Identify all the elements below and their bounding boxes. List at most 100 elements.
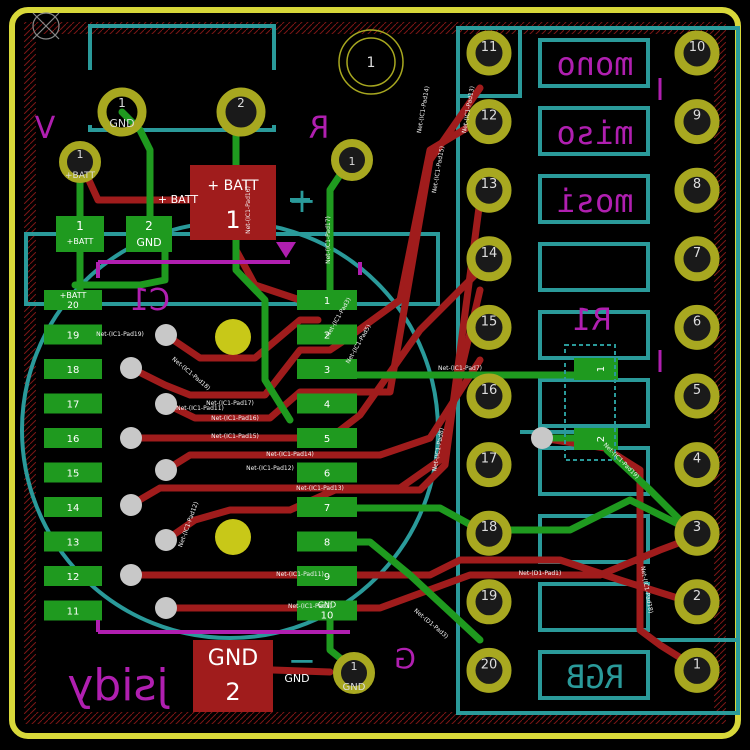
via bbox=[120, 564, 142, 586]
header-pin-18[interactable]: 18 bbox=[466, 510, 512, 556]
ic1-pad-6[interactable]: 6 bbox=[297, 462, 357, 483]
header-pin-num: 20 bbox=[481, 657, 498, 672]
header-pin-14[interactable]: 14 bbox=[466, 236, 512, 282]
pin1-marker-icon bbox=[276, 242, 296, 258]
net-label: Net-(D1-Pad1) bbox=[519, 570, 562, 577]
r1-pad-2-num: 2 bbox=[596, 436, 607, 442]
mount-hole-num: 1 bbox=[367, 55, 376, 71]
header-pin-11[interactable]: 11 bbox=[466, 30, 512, 76]
ic1-pad-num: 10 bbox=[321, 611, 334, 622]
header-pin-6[interactable]: 6 bbox=[674, 304, 720, 350]
header-pin-num: 10 bbox=[689, 40, 706, 55]
ic1-pad-13[interactable]: 13 bbox=[44, 531, 102, 552]
header-pin-16[interactable]: 16 bbox=[466, 373, 512, 419]
battery-plus-pad[interactable]: + BATT 1 bbox=[190, 165, 276, 240]
ic1-pad-num: 11 bbox=[67, 607, 80, 618]
ic1-pad-14[interactable]: 14 bbox=[44, 497, 102, 517]
ic1-pad-12[interactable]: 12 bbox=[44, 566, 102, 586]
ic-mount-hole-bottom bbox=[215, 519, 251, 555]
header-pin-num: 6 bbox=[693, 314, 701, 329]
connector-pad-1[interactable]: 1 GND bbox=[97, 87, 147, 137]
ic1-pad-19[interactable]: 19 bbox=[44, 324, 102, 345]
smd-pad-a-label: +BATT bbox=[67, 237, 94, 246]
ic1-pad-8[interactable]: 8 bbox=[297, 531, 357, 552]
smd-pad-b-label: GND bbox=[136, 236, 161, 249]
ic1-pad-num: 2 bbox=[324, 331, 330, 342]
ic1-pad-num: 20 bbox=[67, 301, 79, 311]
ic1-pad-20[interactable]: 20+BATT bbox=[44, 290, 102, 311]
via bbox=[155, 324, 177, 346]
ic1-pad-num: 18 bbox=[67, 365, 80, 376]
header-pin-num: 7 bbox=[693, 246, 701, 261]
header-pin-2[interactable]: 2 bbox=[674, 579, 720, 625]
ic1-pad-16[interactable]: 16 bbox=[44, 428, 102, 448]
battery-gnd-pad[interactable]: GND 2 bbox=[193, 640, 273, 712]
net-label: Net-(IC1-Pad19) bbox=[96, 331, 144, 338]
header-pin-num: 3 bbox=[693, 520, 701, 535]
header-pin-7[interactable]: 7 bbox=[674, 236, 720, 282]
header-pin-3[interactable]: 3 bbox=[674, 510, 720, 556]
top-connector: 1 GND 2 1 bbox=[97, 29, 404, 137]
net-label: Net-(IC1-Pad11) bbox=[276, 571, 324, 578]
ic1-pad-3[interactable]: 3 bbox=[297, 359, 357, 379]
ic1-pad-10-label: GND bbox=[318, 601, 336, 610]
smd-pad-b[interactable]: 2 GND bbox=[126, 216, 172, 252]
r-pad-num: 1 bbox=[349, 155, 356, 168]
ic1-pad-num: 4 bbox=[324, 400, 330, 411]
gnd-bottom-pad-num: 1 bbox=[351, 660, 358, 673]
r1-pad-2[interactable]: 2 bbox=[574, 428, 618, 450]
header-pin-15[interactable]: 15 bbox=[466, 304, 512, 350]
ic1-pad-9[interactable]: 9 bbox=[297, 566, 357, 586]
net-label: Net-(IC1-Pad16) bbox=[211, 415, 259, 422]
ic1-pad-num: 19 bbox=[67, 331, 80, 342]
header-pin-12[interactable]: 12 bbox=[466, 99, 512, 145]
header-pin-20[interactable]: 20 bbox=[466, 647, 512, 693]
via bbox=[120, 494, 142, 516]
net-label: Net-(IC1-Pad16) bbox=[245, 186, 252, 234]
header-pin-13[interactable]: 13 bbox=[466, 167, 512, 213]
ic1-pad-num: 16 bbox=[67, 434, 80, 445]
ic1-pad-num: 7 bbox=[324, 503, 330, 514]
via bbox=[155, 529, 177, 551]
ic1-pad-2[interactable]: 2 bbox=[297, 324, 357, 345]
battery-gnd-num: 2 bbox=[225, 678, 240, 706]
left-batt-pad-num: 1 bbox=[77, 148, 84, 161]
header-pin-4[interactable]: 4 bbox=[674, 442, 720, 488]
header-left-pins: 11 12 13 14 15 16 17 18 19 20 bbox=[466, 30, 512, 693]
ic-mount-hole-top bbox=[215, 319, 251, 355]
ic1-pad-7[interactable]: 7 bbox=[297, 497, 357, 517]
silk-v: V bbox=[34, 111, 55, 146]
r1-pad-1[interactable]: 1 bbox=[574, 358, 618, 380]
net-label: Net-(IC1-Pad12) bbox=[246, 465, 294, 472]
left-batt-pad[interactable]: 1 +BATT bbox=[59, 141, 101, 183]
silk-g: G bbox=[394, 642, 416, 675]
header-pin-5[interactable]: 5 bbox=[674, 373, 720, 419]
ic1-pad-5[interactable]: 5 bbox=[297, 428, 357, 448]
header-pin-9[interactable]: 9 bbox=[674, 99, 720, 145]
r1-courtyard bbox=[564, 344, 616, 461]
smd-pad-a[interactable]: 1 +BATT bbox=[56, 216, 104, 252]
ic1-pad-15[interactable]: 15 bbox=[44, 462, 102, 483]
header-pin-10[interactable]: 10 bbox=[674, 30, 720, 76]
ic1-pad-4[interactable]: 4 bbox=[297, 393, 357, 414]
header-pin-8[interactable]: 8 bbox=[674, 167, 720, 213]
ic1-pad-1[interactable]: 1 bbox=[297, 290, 357, 310]
header-pin-1[interactable]: 1 bbox=[674, 647, 720, 693]
gnd-bottom-pad[interactable]: 1 GND bbox=[333, 652, 375, 694]
ic1-pad-18[interactable]: 18 bbox=[44, 359, 102, 379]
connector-pad-2[interactable]: 2 bbox=[216, 87, 266, 137]
header-pin-num: 11 bbox=[481, 40, 498, 55]
silk-mono: mono bbox=[556, 45, 633, 83]
net-label: Net-(IC1-Pad14) bbox=[266, 451, 314, 458]
r-pad[interactable]: 1 bbox=[331, 139, 373, 181]
ic1-pad-11[interactable]: 11 bbox=[44, 600, 102, 621]
header-pin-17[interactable]: 17 bbox=[466, 442, 512, 488]
header-pin-num: 9 bbox=[693, 109, 701, 124]
header-pin-19[interactable]: 19 bbox=[466, 579, 512, 625]
header-pin-num: 16 bbox=[481, 383, 498, 398]
silk-text: mono miso mosi RGB jsidy R1 C1 V R G + − bbox=[34, 45, 662, 711]
ic1-pad-17[interactable]: 17 bbox=[44, 393, 102, 414]
silk-c1: C1 bbox=[130, 283, 170, 318]
